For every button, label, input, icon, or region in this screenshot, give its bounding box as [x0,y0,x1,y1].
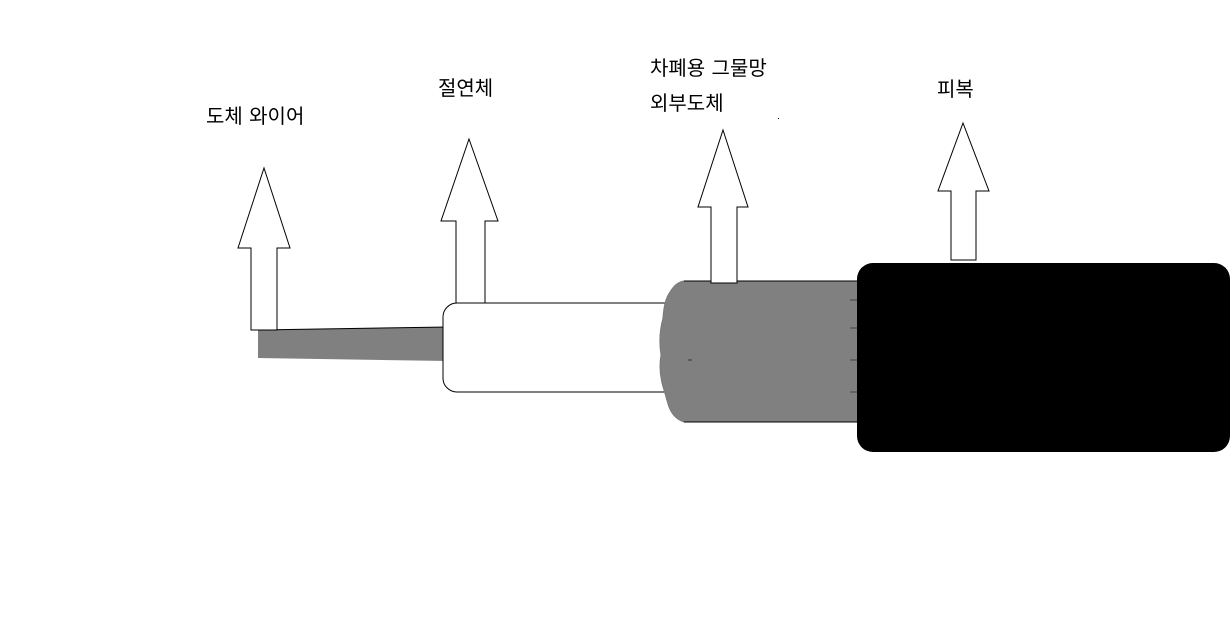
jacket-arrow [937,121,990,261]
shield-label-line1: 차폐용 그물망 [650,56,767,80]
conductor-wire [257,326,449,361]
conductor-arrow [237,166,291,331]
jacket-label: 피복 [937,77,974,101]
conductor-wire-body [258,327,448,361]
stray-dot [778,118,779,119]
shield-arrow [697,128,749,284]
insulator-label: 절연체 [438,76,493,100]
shield-label-line2: 외부도체 [650,91,724,115]
shield-braid-body [659,280,863,423]
jacket-body [857,263,1230,452]
shield-braid [659,280,863,423]
insulator-arrow [440,137,499,304]
insulator-body [442,302,684,393]
conductor-label: 도체 와이어 [206,104,304,128]
